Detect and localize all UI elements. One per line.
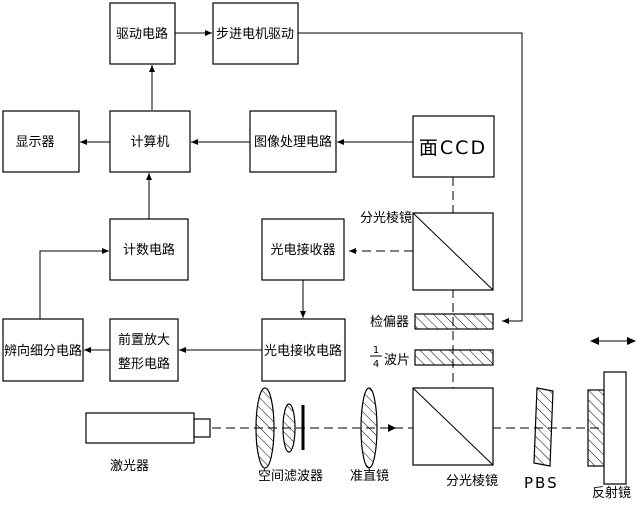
counting-circuit-label: 计数电路 (123, 242, 175, 258)
double-arrow-icon (590, 337, 636, 345)
reflector-label: 反射镜 (592, 485, 631, 501)
area-ccd-label: 面CCD (419, 137, 487, 159)
preamp-shaping-block: 前置放大 整形电路 (109, 318, 179, 382)
quarter-wave-numerator: 1 (373, 345, 379, 356)
wire-stepper-to-reflector (298, 32, 523, 324)
display-label: 显示器 (15, 135, 54, 150)
photo-receiver-block: 光电接收器 (261, 218, 345, 281)
arrow-direction-to-counting (39, 248, 109, 319)
photo-receiver-label: 光电接收器 (270, 242, 335, 258)
laser-label: 激光器 (110, 459, 149, 474)
collimator-lens: 准直镜 (350, 387, 389, 484)
collimator-label: 准直镜 (350, 469, 389, 484)
counting-circuit-block: 计数电路 (109, 218, 189, 281)
analyzer: 检偏器 (370, 313, 494, 330)
reflector: 反射镜 (587, 371, 631, 501)
photo-receive-circuit-block: 光电接收电路 (261, 318, 346, 382)
direction-subdivision-block: 辨向细分电路 (2, 318, 84, 382)
quarter-wave-denominator: 4 (373, 359, 379, 370)
drive-circuit-label: 驱动电路 (116, 26, 168, 42)
stepper-motor-drive-block: 步进电机驱动 (212, 2, 299, 65)
analyzer-label: 检偏器 (370, 315, 409, 330)
drive-circuit-block: 驱动电路 (109, 2, 176, 65)
laser: 激光器 (85, 412, 211, 474)
computer-label: 计算机 (130, 135, 169, 150)
image-processing-label: 图像处理电路 (254, 134, 332, 150)
computer-block: 计算机 (109, 110, 191, 173)
beam-splitter-bottom: 分光棱镜 (412, 387, 498, 489)
area-ccd-block: 面CCD (412, 115, 495, 178)
preamp-label-line1: 前置放大 (118, 332, 170, 348)
display-block: 显示器 (2, 110, 80, 173)
quarter-wave-label: 波片 (384, 353, 410, 368)
arrow-beam-direction (388, 424, 396, 432)
quarter-wave-plate: 1 4 波片 (370, 345, 494, 370)
preamp-label-line2: 整形电路 (118, 356, 170, 372)
stepper-motor-drive-label: 步进电机驱动 (216, 27, 294, 42)
photo-receive-circuit-label: 光电接收电路 (264, 343, 342, 359)
beam-splitter-bottom-label: 分光棱镜 (446, 473, 498, 489)
spatial-filter: 空间滤波器 (255, 387, 323, 484)
spatial-filter-label: 空间滤波器 (258, 469, 323, 484)
beam-splitter-top-label: 分光棱镜 (360, 210, 412, 226)
pbs: PBS (524, 387, 559, 492)
beam-splitter-top: 分光棱镜 (360, 210, 494, 291)
direction-subdivision-label: 辨向细分电路 (4, 343, 82, 359)
image-processing-block: 图像处理电路 (249, 110, 337, 173)
pbs-label: PBS (524, 474, 559, 492)
